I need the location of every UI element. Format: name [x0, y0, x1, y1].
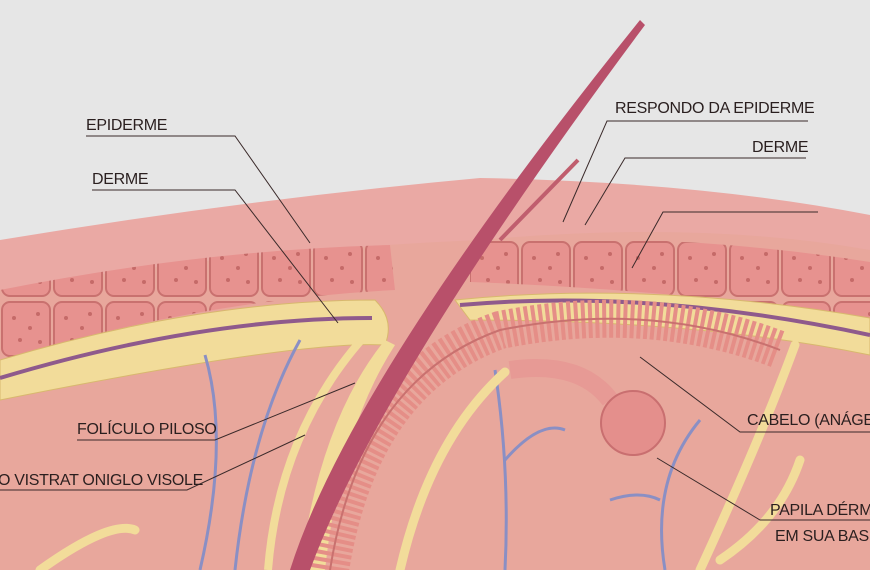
hair-shaft [290, 20, 645, 570]
epidermis-cells-left [0, 245, 395, 360]
label-respondo-epiderme: RESPONDO DA EPIDERME [615, 100, 815, 117]
epidermis-surface [0, 178, 870, 290]
label-foliculo-piloso: FOLÍCULO PILOSO [77, 421, 217, 438]
nerves [35, 340, 805, 570]
label-derme-right: DERME [752, 139, 809, 156]
label-vistrat: O VISTRAT ONIGLO VISOLE [0, 472, 204, 489]
fat-layer-left [0, 299, 389, 401]
leader-lines [0, 120, 870, 521]
hair-bulb [508, 359, 618, 406]
epidermis-cells-right [470, 238, 870, 318]
dermal-papilla [600, 390, 666, 456]
label-epiderme: EPIDERME [86, 117, 168, 134]
label-papila-line1: PAPILA DÉRM [770, 502, 870, 519]
label-cabelo: CABELO (ANÁGE [747, 412, 870, 429]
label-derme-left: DERME [92, 171, 149, 188]
label-papila-line2: EM SUA BASE [775, 528, 870, 545]
blood-vessels [198, 339, 702, 570]
